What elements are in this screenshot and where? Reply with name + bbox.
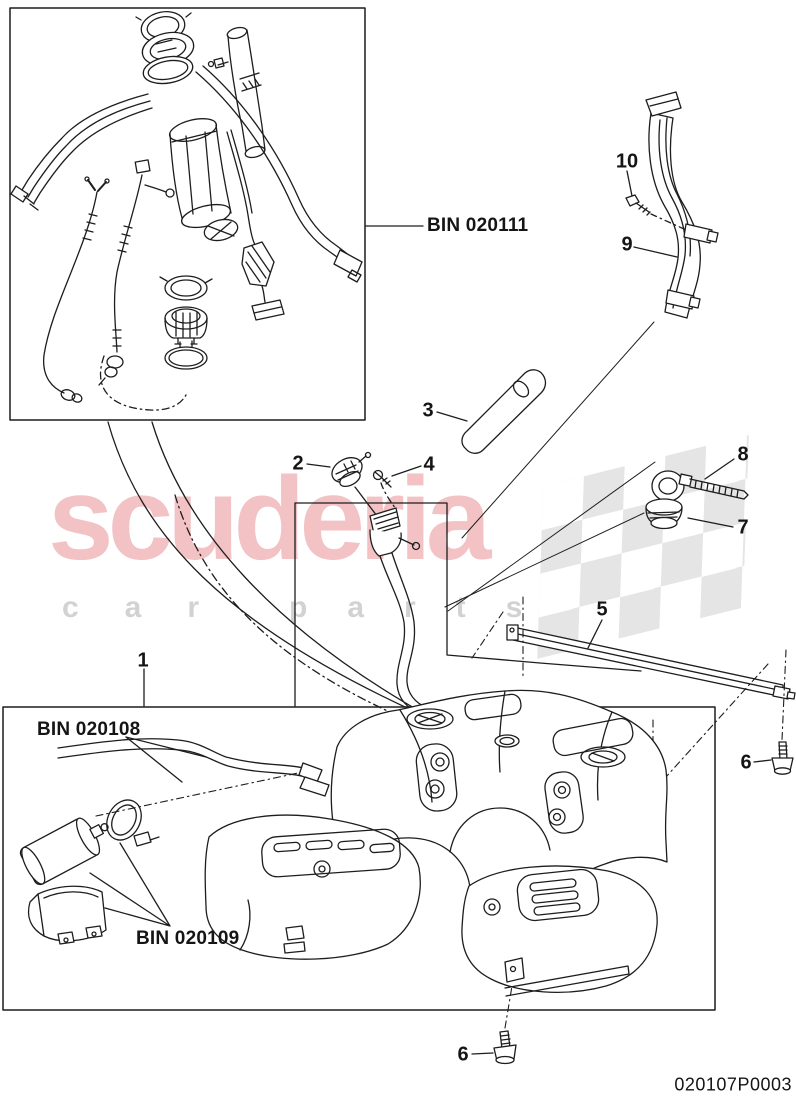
callout-5: 5 (596, 598, 608, 621)
callout-7: 7 (737, 516, 749, 539)
watermark-brand: scuderia (48, 453, 491, 585)
diagram-part-number: 020107P0003 (674, 1074, 792, 1095)
filler-neck-part-9 (645, 91, 719, 319)
callout-6-bottom: 6 (457, 1043, 469, 1066)
bin-label-020109: BIN 020109 (136, 928, 240, 949)
filler-pipe-box-border (294, 502, 642, 707)
inset-box-border (9, 7, 366, 421)
bolt-part-10 (625, 170, 685, 258)
bolt-part-6-bottom (471, 985, 517, 1065)
callout-9: 9 (621, 233, 633, 256)
callout-3: 3 (422, 399, 434, 422)
tank-box-border (2, 706, 716, 1011)
callout-2: 2 (292, 452, 304, 475)
callout-8: 8 (737, 443, 749, 466)
fuel-tank (204, 689, 668, 997)
fuel-filter-bin-020109 (19, 772, 299, 945)
support-bar-part-5 (471, 596, 796, 791)
callout-4: 4 (423, 453, 435, 476)
callout-10: 10 (615, 150, 639, 173)
callout-1: 1 (137, 649, 149, 672)
cable-tie-part-8 (651, 458, 749, 502)
bin-label-020111: BIN 020111 (427, 215, 529, 236)
strap-part-3 (436, 369, 547, 454)
assembly-locator-arcs (107, 421, 429, 723)
callout-6-right: 6 (740, 751, 752, 774)
filler-pipe (369, 507, 428, 715)
fuel-pump-assembly-inset (10, 10, 363, 411)
bolt-part-6-right (753, 741, 794, 775)
screw-part-4 (372, 465, 422, 510)
alignment-leaders (444, 321, 656, 612)
bin-label-020108: BIN 020108 (37, 719, 141, 740)
tank-cap-part-2 (306, 451, 378, 517)
grommet-part-7 (645, 498, 734, 530)
watermark-word-car: car (62, 591, 246, 624)
fuel-lines-bin-020108 (57, 736, 330, 797)
watermark-word-parts: parts (289, 591, 563, 624)
